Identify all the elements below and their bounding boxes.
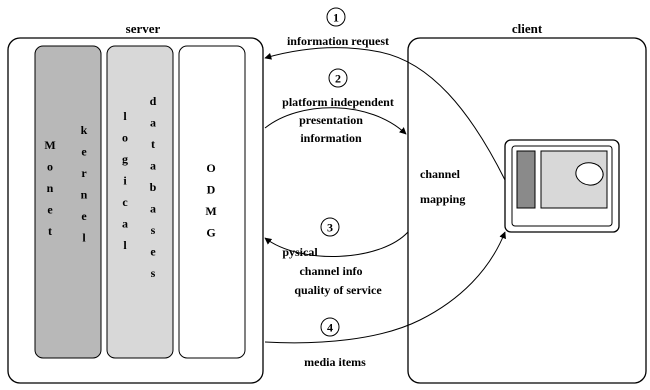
logical-letter-2: g — [122, 152, 128, 166]
databases-letter-6: s — [151, 223, 156, 237]
step-3-label-line-1: pysical — [282, 245, 318, 259]
arrow-3-channel-info — [264, 231, 409, 258]
server-title: server — [126, 21, 161, 36]
odmg-letter-2: M — [205, 204, 216, 218]
arrow-4-media-items — [264, 231, 506, 344]
arrow-1-information-request — [264, 47, 506, 181]
odmg-letter-1: D — [207, 183, 216, 197]
step-3-badge: 3 — [320, 217, 340, 237]
step-2-label-line-1: platform independent — [282, 95, 394, 109]
step-3-label-line-3: quality of service — [294, 283, 382, 297]
logical-databases-column — [106, 45, 174, 359]
logical-letter-5: a — [122, 217, 128, 231]
svg-text:2: 2 — [335, 72, 341, 86]
svg-text:3: 3 — [327, 221, 333, 235]
odmg-letter-0: O — [206, 161, 215, 175]
svg-text:4: 4 — [327, 321, 333, 335]
step-1-label: information request — [287, 34, 389, 48]
databases-letter-8: s — [151, 266, 156, 280]
databases-letter-4: b — [150, 180, 157, 194]
step-4-badge: 4 — [320, 317, 340, 337]
odmg-column — [178, 45, 246, 359]
databases-letter-5: a — [150, 202, 156, 216]
logical-letter-1: o — [122, 131, 128, 145]
client-title: client — [512, 21, 543, 36]
monet-letter-0: M — [44, 138, 55, 152]
logical-letter-0: l — [123, 109, 127, 123]
kernel-letter-0: k — [81, 123, 88, 137]
monet-letter-3: e — [47, 203, 53, 217]
kernel-letter-2: r — [81, 166, 87, 180]
step-4-label: media items — [304, 355, 366, 369]
step-3-label-line-2: channel info — [299, 264, 362, 278]
step-2-badge: 2 — [328, 68, 348, 88]
device-sidebar-panel — [516, 150, 536, 209]
monet-letter-2: n — [47, 181, 54, 195]
device-blob-shape — [575, 162, 604, 186]
step-1-badge: 1 — [326, 7, 346, 27]
kernel-letter-5: l — [82, 231, 86, 245]
arrow-2-presentation-information — [264, 107, 407, 135]
databases-letter-2: t — [151, 137, 155, 151]
databases-letter-3: a — [150, 159, 156, 173]
channel-mapping-label-2: mapping — [420, 192, 465, 206]
databases-letter-1: a — [150, 116, 156, 130]
kernel-letter-1: e — [81, 145, 87, 159]
step-2-label-line-2: presentation — [299, 113, 363, 127]
kernel-letter-4: e — [81, 209, 87, 223]
logical-letter-4: c — [122, 195, 128, 209]
logical-letter-3: i — [123, 174, 127, 188]
svg-text:1: 1 — [333, 11, 339, 25]
channel-mapping-label-1: channel — [420, 167, 461, 181]
logical-letter-6: l — [123, 238, 127, 252]
odmg-letter-3: G — [206, 226, 215, 240]
step-2-label-line-3: information — [300, 131, 362, 145]
monet-letter-1: o — [47, 160, 53, 174]
kernel-letter-3: n — [81, 188, 88, 202]
monet-kernel-column — [34, 45, 102, 359]
databases-letter-7: e — [150, 245, 156, 259]
databases-letter-0: d — [150, 94, 157, 108]
monet-letter-4: t — [48, 224, 52, 238]
